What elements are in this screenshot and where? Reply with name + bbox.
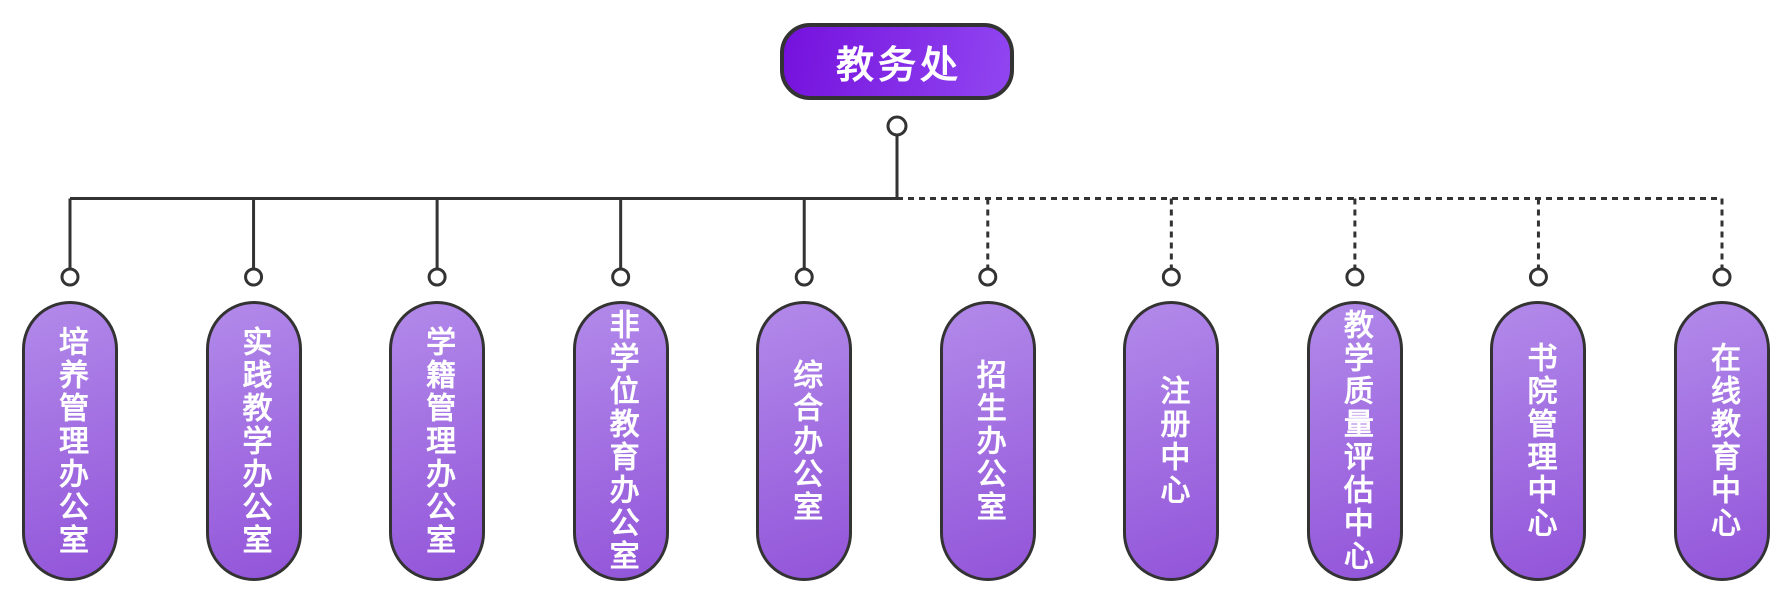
child-node-label: 教学质量评估中心 [1337,309,1373,573]
child-node-label: 培养管理办公室 [53,325,88,557]
child-connector-dot [60,267,80,287]
child-connector-dot [427,267,447,287]
child-node-7[interactable]: 注册中心 [1123,301,1220,581]
child-connector-dot [794,267,814,287]
child-node-3[interactable]: 学籍管理办公室 [389,301,486,581]
child-node-1[interactable]: 培养管理办公室 [22,301,118,581]
child-connector-dot [1161,267,1181,287]
child-node-10[interactable]: 在线教育中心 [1674,301,1770,581]
child-connector-dot [1345,267,1365,287]
child-node-label: 实践教学办公室 [236,325,272,557]
child-node-2[interactable]: 实践教学办公室 [205,301,302,581]
child-connector-dot [244,267,264,287]
root-node[interactable]: 教务处 [780,23,1014,100]
root-connector-dot [886,115,908,137]
child-connector-dot [1528,267,1548,287]
child-node-6[interactable]: 招生办公室 [939,301,1036,581]
child-connector-dot [1712,267,1732,287]
child-node-label: 非学位教育办公室 [603,309,639,573]
child-node-label: 在线教育中心 [1705,342,1740,540]
child-node-label: 招生办公室 [970,358,1006,524]
child-node-label: 注册中心 [1154,375,1190,507]
child-node-4[interactable]: 非学位教育办公室 [572,301,669,581]
child-node-9[interactable]: 书院管理中心 [1490,301,1587,581]
child-node-label: 书院管理中心 [1521,342,1557,540]
child-node-label: 学籍管理办公室 [420,325,456,557]
child-node-label: 综合办公室 [787,358,823,524]
root-node-label: 教务处 [835,43,962,87]
child-connector-dot [978,267,998,287]
child-connector-dot [611,267,631,287]
child-node-8[interactable]: 教学质量评估中心 [1306,301,1403,581]
child-node-5[interactable]: 综合办公室 [756,301,853,581]
